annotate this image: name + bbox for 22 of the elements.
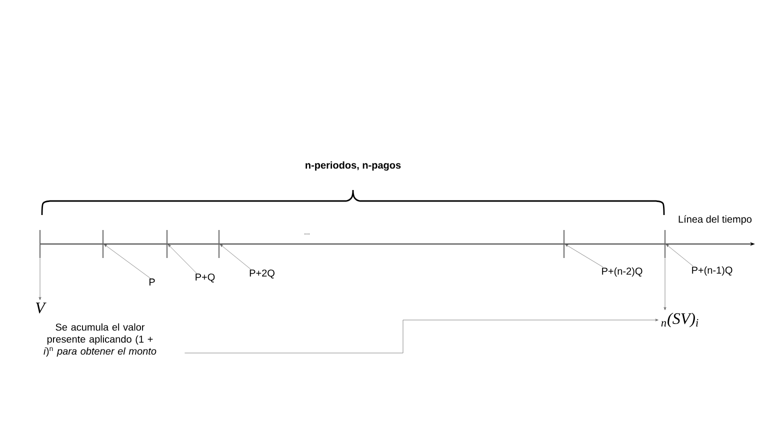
arrow [38,258,42,300]
leader-line [168,244,197,274]
payment-label: P [149,278,155,286]
payment-label: P+(n-1)Q [692,266,732,276]
payment-label: P+2Q [250,270,274,278]
tick-mark [664,230,666,258]
math-label: V [36,302,46,314]
arrow [664,258,666,310]
tick-mark [218,230,220,258]
tick-mark [102,230,104,258]
leader-line [565,244,604,268]
axis-label: Línea del tiempo [678,215,752,225]
leader-line [666,244,694,266]
note-text: Se acumula el valor presente aplicando (1 + i)$^{n}$ para obtener el monto [44,323,156,357]
arrow [184,318,658,354]
heading: n-periodos, n-pagos [306,161,401,171]
math-label: $_{n}$(SV)$_{i}$ [661,312,698,328]
payment-label: P+(n-2)Q [602,267,642,277]
payment-label: P+Q [196,274,215,282]
tick-mark [166,230,168,258]
leader-line [220,244,252,270]
leader-line [104,244,151,279]
